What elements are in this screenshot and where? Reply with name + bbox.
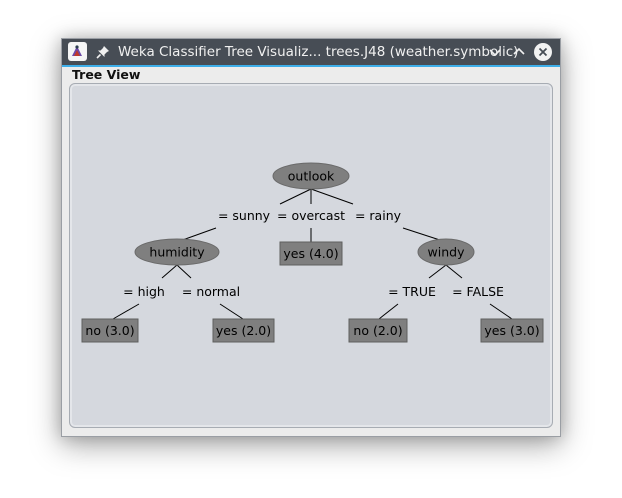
tree-node-humidity[interactable]: humidity: [134, 238, 220, 266]
tree-visualizer-window: Weka Classifier Tree Visualiz... trees.J…: [61, 38, 561, 437]
minimize-icon[interactable]: [486, 43, 504, 61]
leaf-node-yes-false[interactable]: yes (3.0): [480, 318, 544, 343]
edge-line-true-leaf: [378, 303, 399, 320]
leaf-node-no-high[interactable]: no (3.0): [81, 318, 139, 343]
leaf-node-yes-overcast[interactable]: yes (4.0): [279, 241, 343, 266]
leaf-node-yes-normal[interactable]: yes (2.0): [212, 318, 275, 343]
maximize-icon[interactable]: [510, 43, 528, 61]
edge-line-high-leaf: [112, 303, 140, 320]
edge-line-humidity-high: [161, 264, 178, 279]
window-content: Tree View: [62, 67, 560, 436]
tree-node-windy[interactable]: windy: [417, 238, 475, 266]
edge-label-overcast: = overcast: [277, 208, 345, 223]
leaf-label-normal: yes (2.0): [216, 323, 271, 338]
edge-label-normal: = normal: [182, 284, 240, 299]
edge-label-true: = TRUE: [388, 284, 436, 299]
edge-line-outlook-rainy: [310, 188, 354, 205]
node-label-windy: windy: [428, 245, 466, 260]
panel-title: Tree View: [72, 67, 141, 82]
edge-line-outlook-sunny: [279, 188, 312, 205]
leaf-node-no-true[interactable]: no (2.0): [348, 318, 408, 343]
tree-canvas[interactable]: outlook humidity windy = overcast = sunn…: [69, 83, 553, 428]
edge-label-high: = high: [123, 284, 165, 299]
edge-line-false-leaf: [489, 303, 513, 320]
window-title: Weka Classifier Tree Visualiz... trees.J…: [118, 44, 519, 60]
leaf-label-overcast: yes (4.0): [283, 246, 338, 261]
node-label-humidity: humidity: [149, 245, 205, 260]
node-label-outlook: outlook: [288, 169, 335, 184]
edge-line-humidity-normal: [176, 264, 192, 279]
edge-label-sunny: = sunny: [218, 208, 271, 223]
leaf-label-true: no (2.0): [353, 323, 402, 338]
tree-node-outlook[interactable]: outlook: [272, 162, 350, 190]
edge-line-normal-leaf: [219, 303, 244, 320]
edge-line-windy-false: [445, 264, 463, 279]
edge-label-false: = FALSE: [452, 284, 504, 299]
leaf-label-high: no (3.0): [85, 323, 134, 338]
title-bar[interactable]: Weka Classifier Tree Visualiz... trees.J…: [62, 39, 560, 67]
edge-label-rainy: = rainy: [355, 208, 402, 223]
weka-app-icon[interactable]: [68, 42, 87, 61]
tree-diagram: outlook humidity windy = overcast = sunn…: [81, 162, 544, 343]
edge-line-windy-true: [428, 264, 447, 279]
leaf-label-false: yes (3.0): [484, 323, 539, 338]
pin-icon[interactable]: [95, 44, 111, 60]
close-icon[interactable]: [534, 43, 552, 61]
